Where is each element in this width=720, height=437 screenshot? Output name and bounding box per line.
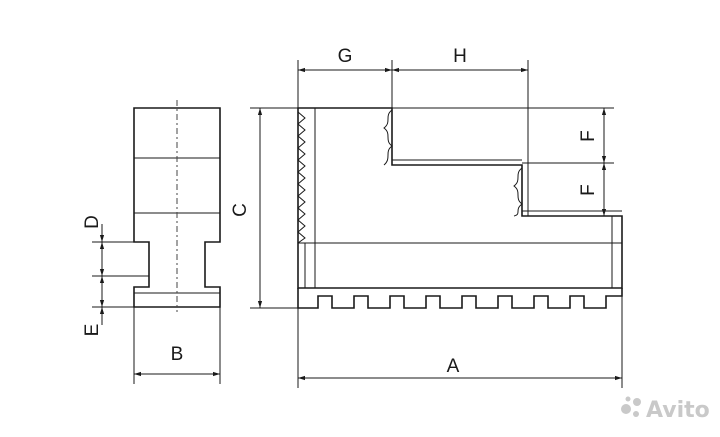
front-view <box>297 107 623 309</box>
label-f-bottom: F <box>578 184 599 196</box>
bottom-teeth <box>297 288 623 309</box>
dimension-b <box>133 307 221 384</box>
label-d: D <box>82 215 103 229</box>
label-c: C <box>230 203 251 217</box>
side-view <box>133 100 221 312</box>
label-g: G <box>338 46 353 67</box>
label-a: A <box>447 356 460 377</box>
dimension-f <box>392 107 622 217</box>
dimension-g <box>297 60 393 108</box>
jaw-outline <box>297 107 623 289</box>
dimension-a <box>297 296 623 388</box>
avito-watermark: Avito <box>621 396 710 423</box>
watermark-text: Avito <box>646 398 710 423</box>
dimension-h <box>392 60 529 216</box>
step-serration-bottom <box>513 167 523 217</box>
label-f-top: F <box>578 130 599 142</box>
dimension-d <box>92 224 149 277</box>
dimension-e <box>92 276 134 325</box>
jaw-serrations <box>297 111 306 244</box>
label-b: B <box>171 344 184 365</box>
label-h: H <box>453 46 467 67</box>
step-serration-top <box>383 109 393 166</box>
dimension-c <box>250 107 298 309</box>
label-e: E <box>82 324 103 337</box>
